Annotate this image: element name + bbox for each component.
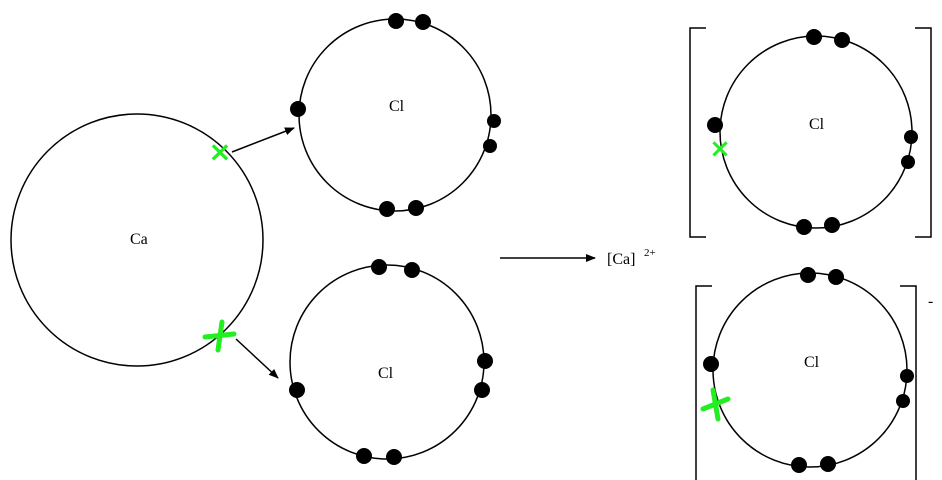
electron: [707, 117, 723, 133]
chloride-ion-charge: -: [928, 293, 933, 310]
electron: [834, 32, 850, 48]
left-bracket: [689, 27, 706, 238]
electron: [824, 217, 840, 233]
electron: [474, 382, 490, 398]
electron: [791, 457, 807, 473]
electron: [800, 267, 816, 283]
cross-top: ×: [208, 135, 231, 168]
electron: [477, 353, 493, 369]
chloride-ion-top: Cl ×: [689, 27, 932, 238]
right-bracket: [915, 27, 932, 238]
left-bracket: [695, 285, 712, 480]
electron: [904, 130, 918, 144]
electron: [483, 139, 497, 153]
calcium-atom: Ca ×: [10, 113, 264, 367]
electron: [404, 262, 420, 278]
electron: [828, 269, 844, 285]
electron: [703, 356, 719, 372]
calcium-ion: [Ca] 2+: [607, 247, 656, 268]
electron: [289, 382, 305, 398]
chlorine-shell: [298, 18, 492, 212]
electron: [820, 456, 836, 472]
chlorine-label: Cl: [378, 365, 394, 382]
electron: [386, 449, 402, 465]
electron: [415, 14, 431, 30]
chlorine-label: Cl: [809, 116, 825, 133]
chloride-ion-bottom: - Cl: [695, 267, 933, 480]
electron: [408, 200, 424, 216]
cross-bottom: [202, 319, 237, 353]
electron: [900, 369, 914, 383]
electron: [796, 219, 812, 235]
calcium-label: Ca: [130, 231, 148, 248]
electron: [487, 114, 501, 128]
chlorine-shell: [289, 264, 485, 460]
electron: [356, 448, 372, 464]
chlorine-atom-top: Cl: [290, 13, 501, 217]
electron: [371, 259, 387, 275]
chlorine-label: Cl: [389, 98, 405, 115]
chlorine-label: Cl: [804, 354, 820, 371]
right-bracket: [900, 285, 917, 480]
electron: [806, 29, 822, 45]
calcium-shell: [10, 113, 264, 367]
arrow-to-top-chlorine: [231, 127, 295, 153]
calcium-ion-symbol: [Ca]: [607, 251, 635, 268]
electron: [290, 101, 306, 117]
cross-transferred-electron: ×: [709, 134, 731, 164]
electron: [896, 394, 910, 408]
arrow-to-bottom-chlorine: [235, 338, 279, 379]
electron: [388, 13, 404, 29]
chlorine-atom-bottom: Cl: [289, 259, 493, 465]
calcium-ion-charge: 2+: [644, 247, 656, 259]
electron: [379, 201, 395, 217]
electron: [901, 155, 915, 169]
cross-transferred-electron: [700, 387, 731, 422]
